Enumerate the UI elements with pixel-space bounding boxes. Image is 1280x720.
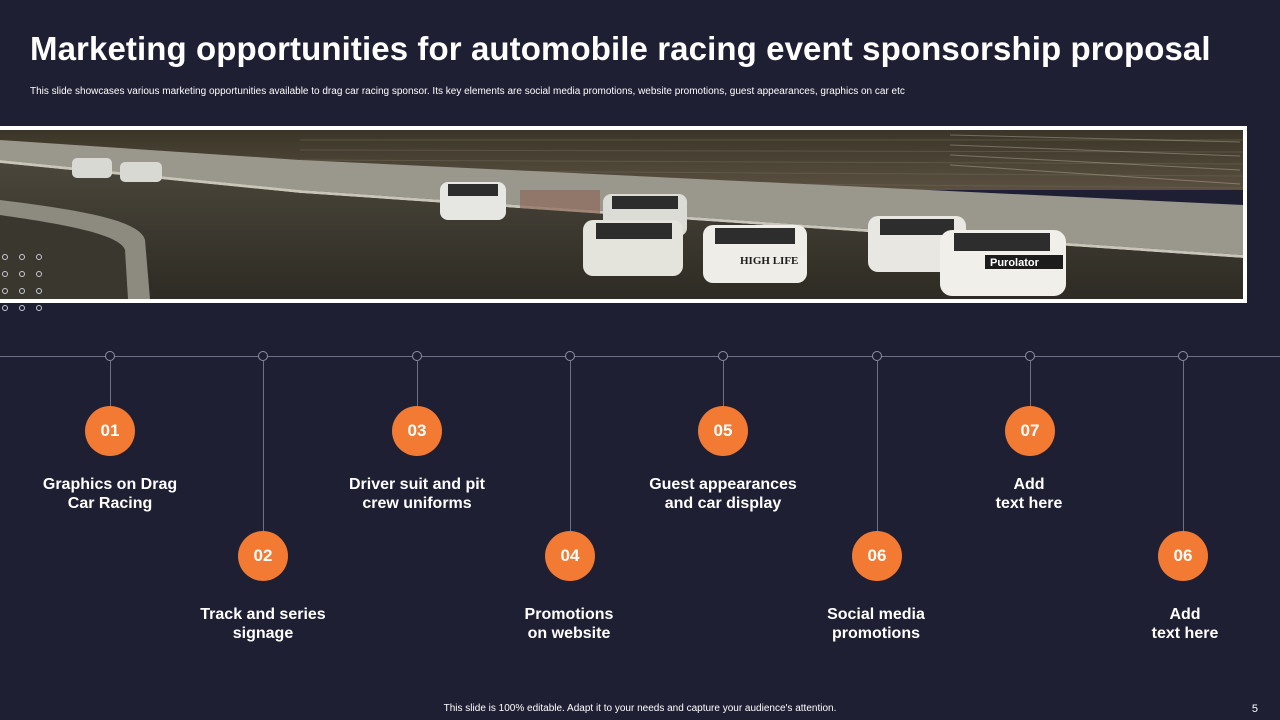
slide-footer: This slide is 100% editable. Adapt it to…	[443, 703, 837, 714]
step-label: Guest appearances and car display	[633, 475, 813, 513]
step-number-badge: 04	[545, 531, 595, 581]
step-label-line: Add	[1169, 606, 1201, 623]
timeline-node	[565, 351, 575, 361]
timeline-connector	[417, 361, 418, 406]
step-label-line: Driver suit and pit	[348, 476, 486, 493]
step-number-badge: 06	[1158, 531, 1208, 581]
step-label-line: Guest appearances	[649, 476, 797, 493]
step-label-line: Social media	[827, 606, 925, 623]
step-label-line: Car Racing	[67, 495, 153, 512]
step-label-line: crew uniforms	[362, 495, 472, 512]
step-label-line: signage	[232, 625, 294, 642]
car-text-purolator: Purolator	[990, 257, 1040, 269]
timeline-node	[718, 351, 728, 361]
timeline-connector	[570, 361, 571, 531]
step-label: Social media promotions	[786, 605, 966, 643]
step-label-line: Track and series	[200, 606, 326, 623]
timeline-node	[1178, 351, 1188, 361]
step-label-line: Graphics on Drag	[42, 476, 178, 493]
timeline-node	[412, 351, 422, 361]
timeline-connector	[110, 361, 111, 406]
step-label: Add text here	[939, 475, 1119, 513]
timeline-node	[105, 351, 115, 361]
step-label: Graphics on Drag Car Racing	[20, 475, 200, 513]
car-text-high-life: HIGH LIFE	[740, 255, 798, 267]
timeline-node	[872, 351, 882, 361]
step-label: Promotions on website	[479, 605, 659, 643]
step-label-line: and car display	[664, 495, 782, 512]
page-number: 5	[1251, 703, 1258, 715]
step-number-badge: 03	[392, 406, 442, 456]
timeline-node	[258, 351, 268, 361]
race-track-photo: HIGH LIFE Purolator	[0, 126, 1247, 303]
timeline-connector	[1183, 361, 1184, 531]
step-label-line: text here	[1151, 625, 1219, 642]
step-number-badge: 05	[698, 406, 748, 456]
step-label-line: promotions	[832, 625, 920, 642]
step-label-line: text here	[995, 495, 1063, 512]
timeline-connector	[1030, 361, 1031, 406]
timeline-connector	[263, 361, 264, 531]
step-label: Add text here	[1095, 605, 1275, 643]
decorative-dot-grid	[0, 252, 50, 318]
step-number-badge: 02	[238, 531, 288, 581]
step-number-badge: 07	[1005, 406, 1055, 456]
step-number-badge: 06	[852, 531, 902, 581]
timeline-connector	[877, 361, 878, 531]
step-number-badge: 01	[85, 406, 135, 456]
timeline-node	[1025, 351, 1035, 361]
step-label: Driver suit and pit crew uniforms	[327, 475, 507, 513]
step-label-line: on website	[527, 625, 611, 642]
timeline-connector	[723, 361, 724, 406]
timeline-line	[0, 356, 1280, 357]
slide-subtitle: This slide showcases various marketing o…	[30, 86, 905, 97]
step-label-line: Promotions	[524, 606, 614, 623]
slide-title: Marketing opportunities for automobile r…	[30, 30, 1211, 67]
step-label: Track and series signage	[173, 605, 353, 643]
step-label-line: Add	[1013, 476, 1045, 493]
